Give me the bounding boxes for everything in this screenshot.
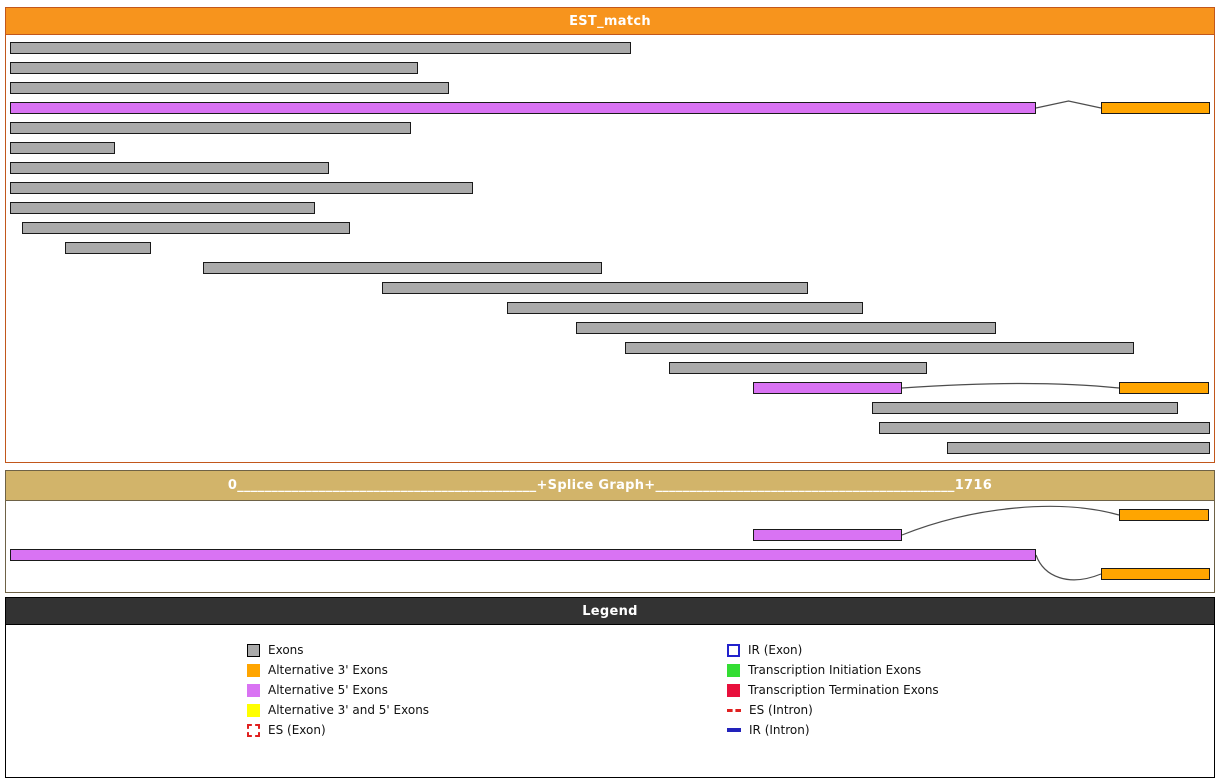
legend-square-icon: [247, 683, 260, 697]
legend-item: Transcription Initiation Exons: [727, 660, 939, 680]
alt5-exon-bar: [10, 549, 1036, 561]
legend-solid-line-icon: [727, 728, 741, 732]
legend-item: IR (Exon): [727, 640, 939, 660]
exon-bar: [10, 142, 115, 154]
alt5-exon-bar: [753, 529, 902, 541]
alt3-exon-bar: [1119, 382, 1209, 394]
splice-graph-axis-header: 0_______________________________________…: [6, 471, 1214, 501]
legend-square-icon: [727, 663, 740, 677]
exon-bar: [203, 262, 602, 274]
legend-header: Legend: [6, 598, 1214, 625]
legend-item-label: Transcription Termination Exons: [748, 683, 939, 697]
legend-item-label: IR (Intron): [749, 723, 810, 737]
exon-bar: [10, 42, 631, 54]
legend-item: Alternative 5' Exons: [247, 680, 429, 700]
legend-panel: Legend: [5, 597, 1215, 778]
legend-square-icon: [727, 683, 740, 697]
legend-dashed-line-icon: [727, 708, 741, 712]
exon-bar: [10, 162, 329, 174]
exon-bar: [10, 202, 315, 214]
legend-item: ES (Exon): [247, 720, 429, 740]
legend-dashed-square-icon: [247, 723, 260, 737]
exon-bar: [382, 282, 808, 294]
alt5-exon-bar: [753, 382, 902, 394]
exon-bar: [10, 122, 411, 134]
exon-bar: [576, 322, 996, 334]
legend-item-label: ES (Exon): [268, 723, 326, 737]
exon-bar: [879, 422, 1210, 434]
legend-square-icon: [247, 663, 260, 677]
legend-square-icon: [247, 643, 260, 657]
exon-bar: [10, 82, 449, 94]
legend-item-label: Alternative 5' Exons: [268, 683, 388, 697]
legend-item-label: Exons: [268, 643, 304, 657]
alt3-exon-bar: [1101, 102, 1210, 114]
legend-square-icon: [247, 703, 260, 717]
alt5-exon-bar: [10, 102, 1036, 114]
exon-bar: [507, 302, 863, 314]
legend-item: ES (Intron): [727, 700, 939, 720]
exon-bar: [22, 222, 350, 234]
legend-item: IR (Intron): [727, 720, 939, 740]
legend-item-label: Alternative 3' Exons: [268, 663, 388, 677]
legend-item: Transcription Termination Exons: [727, 680, 939, 700]
exon-bar: [10, 182, 473, 194]
legend-item-label: IR (Exon): [748, 643, 803, 657]
exon-bar: [872, 402, 1178, 414]
exon-bar: [947, 442, 1210, 454]
splice-graph-panel: 0_______________________________________…: [5, 470, 1215, 593]
legend-item: Exons: [247, 640, 429, 660]
splice-graph-axis-title: 0_______________________________________…: [227, 478, 993, 493]
legend-item: Alternative 3' and 5' Exons: [247, 700, 429, 720]
est-match-header: EST_match: [6, 8, 1214, 35]
exon-bar: [625, 342, 1134, 354]
legend-item-label: Alternative 3' and 5' Exons: [268, 703, 430, 717]
est-match-panel: EST_match: [5, 7, 1215, 463]
exon-bar: [669, 362, 927, 374]
legend-item-label: Transcription Initiation Exons: [748, 663, 922, 677]
exon-bar: [10, 62, 418, 74]
alt3-exon-bar: [1119, 509, 1209, 521]
est-match-title: EST_match: [569, 13, 651, 29]
alt3-exon-bar: [1101, 568, 1210, 580]
legend-title: Legend: [582, 603, 638, 619]
exon-bar: [65, 242, 151, 254]
legend-item-label: ES (Intron): [749, 703, 813, 717]
legend-item: Alternative 3' Exons: [247, 660, 429, 680]
legend-outline-square-icon: [727, 643, 740, 657]
